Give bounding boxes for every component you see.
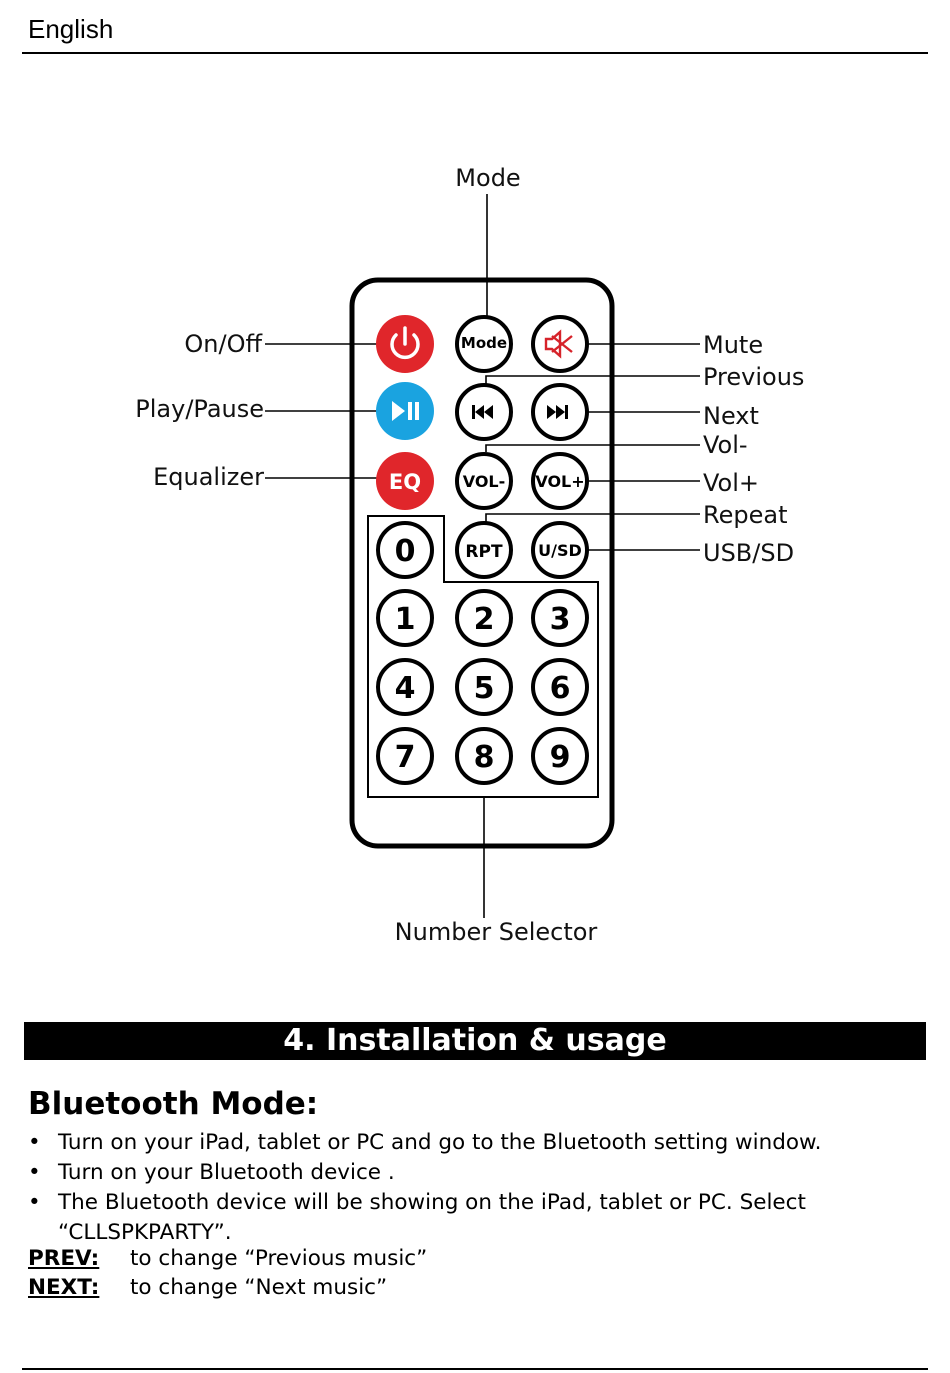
label-mode: Mode [455,164,520,192]
usd-button-label: U/SD [538,541,582,560]
list-item: Turn on your iPad, tablet or PC and go t… [28,1128,908,1158]
digit-3-label: 3 [550,602,571,637]
label-number-selector: Number Selector [395,918,598,946]
language-label: English [28,14,114,44]
digit-9-button [531,727,589,785]
label-previous: Previous [703,363,804,391]
eq-button-label: EQ [389,470,421,494]
bluetooth-steps: Turn on your iPad, tablet or PC and go t… [28,1128,908,1248]
footer-divider [22,1368,928,1370]
digit-7-button [376,727,434,785]
digit-4-button [376,658,434,716]
definition-row: PREV: to change “Previous music” [28,1244,427,1273]
label-next: Next [703,402,759,430]
leader-lines [265,194,700,918]
control-definitions: PREV: to change “Previous music” NEXT: t… [28,1244,427,1302]
digit-6-button [531,658,589,716]
vol-minus-button [455,452,513,510]
digit-7-label: 7 [395,740,416,775]
list-item: Turn on your Bluetooth device . [28,1158,908,1188]
next-icon [547,405,568,419]
vol-minus-button-label: VOL- [463,472,506,491]
bluetooth-heading: Bluetooth Mode: [28,1086,319,1122]
label-repeat: Repeat [703,501,787,529]
definition-term: NEXT: [28,1275,100,1300]
definition-term: PREV: [28,1246,100,1271]
eq-button [376,452,434,510]
digit-5-button [455,658,513,716]
rpt-button [455,521,513,579]
digit-0-button [376,521,434,579]
definition-desc: to change “Next music” [130,1275,388,1300]
vol-plus-button-label: VOL+ [535,472,584,491]
mode-button [455,315,513,373]
digit-2-button [455,589,513,647]
digit-2-label: 2 [474,602,495,637]
mute-icon [544,329,573,359]
section-title: 4. Installation & usage [24,1022,926,1060]
previous-icon [472,405,493,419]
power-icon [390,326,420,360]
number-pad-outline [367,515,599,798]
digit-3-button [531,589,589,647]
digit-6-label: 6 [550,671,571,706]
digit-8-button [455,727,513,785]
digit-1-label: 1 [395,602,416,637]
digit-1-button [376,589,434,647]
label-vol-minus: Vol- [703,431,748,459]
digit-8-label: 8 [474,740,495,775]
label-mute: Mute [703,331,763,359]
vol-plus-button [531,452,589,510]
label-usb-sd: USB/SD [703,539,794,567]
label-equalizer: Equalizer [153,463,264,491]
usd-button [531,521,589,579]
digit-5-label: 5 [474,671,495,706]
label-vol-plus: Vol+ [703,469,759,497]
label-on-off: On/Off [184,330,262,358]
list-item: The Bluetooth device will be showing on … [28,1188,908,1248]
mode-button-label: Mode [461,334,507,352]
rpt-button-label: RPT [465,542,503,562]
remote-control-diagram: EQ Mode VOL- VOL+ RPT U/SD [135,164,804,946]
definition-desc: to change “Previous music” [130,1246,428,1271]
digit-4-label: 4 [395,671,416,706]
play-pause-icon [392,401,419,421]
label-play-pause: Play/Pause [135,395,264,423]
definition-row: NEXT: to change “Next music” [28,1273,427,1302]
digit-0-label: 0 [395,534,416,569]
digit-9-label: 9 [550,740,571,775]
header-divider [22,52,928,54]
